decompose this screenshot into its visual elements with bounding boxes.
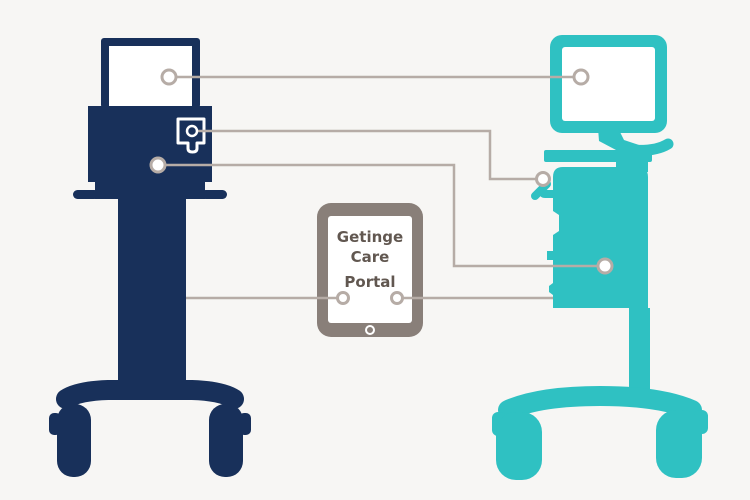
left-anesthesia-machine [49, 38, 251, 477]
node-portal-left [336, 291, 350, 305]
connector-vaporizer-to-device [197, 129, 536, 181]
portal-title-line1: Getinge [336, 228, 404, 246]
node-right-body [596, 257, 614, 275]
node-right-knob [535, 171, 551, 187]
right-anesthesia-machine [492, 35, 708, 480]
right-base-legs [498, 385, 702, 420]
connector-lines [165, 75, 598, 300]
right-caster-wheel-left [496, 412, 542, 480]
left-caster-wheel-left [57, 404, 91, 477]
left-base-legs [56, 380, 244, 409]
portal-title-line3: Portal [344, 273, 396, 291]
node-left-body [149, 156, 167, 174]
right-machine-body [540, 167, 648, 308]
monitor-swivel-handle [624, 138, 674, 156]
node-portal-right [390, 291, 404, 305]
right-caster-wheel-right [656, 410, 702, 478]
portal-title-line2: Care [350, 248, 390, 266]
tablet-home-button [365, 325, 375, 335]
node-left-screen [160, 68, 178, 86]
left-caster-wheel-right [209, 404, 243, 477]
left-machine-base-block [95, 180, 205, 199]
node-vaporizer [185, 124, 199, 138]
right-monitor-screen [562, 47, 655, 121]
connector-body-to-device [165, 163, 598, 268]
node-right-screen [572, 68, 590, 86]
left-side-knob-left [73, 190, 99, 199]
left-side-knob-right [201, 190, 227, 199]
right-machine-column [629, 308, 650, 394]
portal-title: Getinge Care Portal [317, 203, 423, 337]
connector-nodes [149, 68, 614, 305]
left-machine-column [118, 199, 186, 381]
